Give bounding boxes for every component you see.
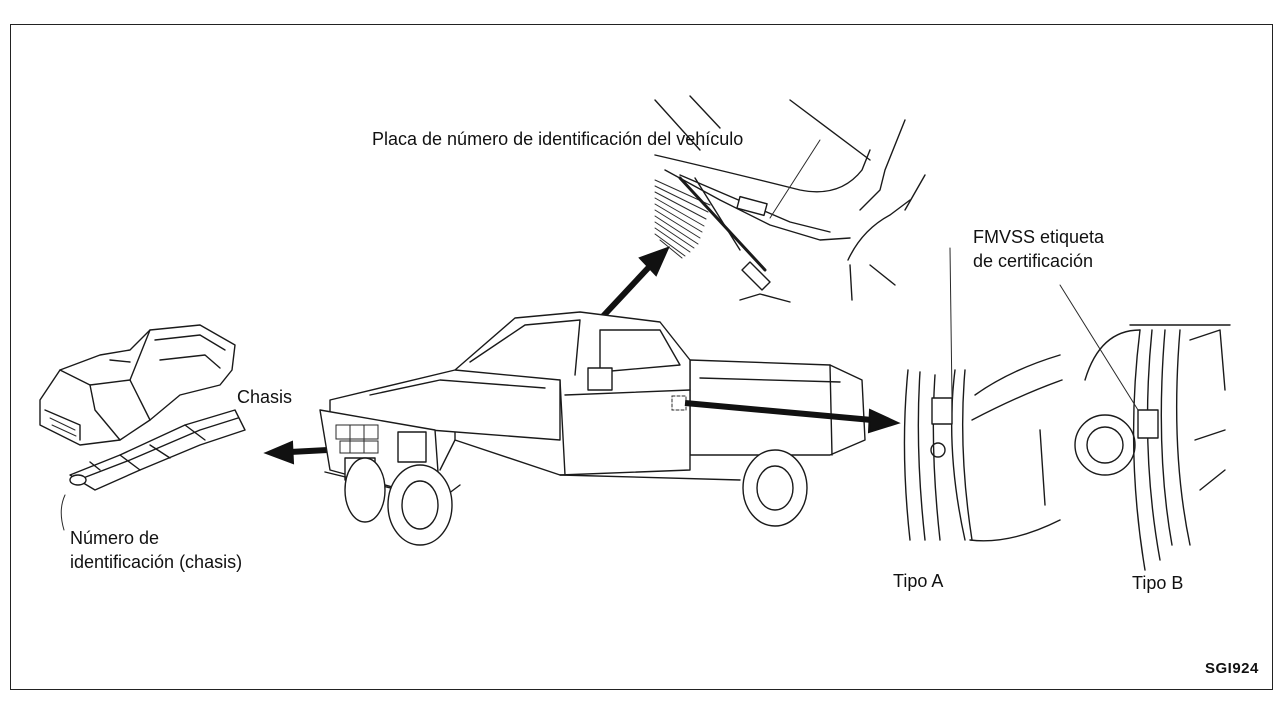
- chassis-number-label-line2: identificación (chasis): [70, 552, 243, 572]
- arrow-to-door-pillar: [684, 400, 901, 434]
- figure-frame: [10, 24, 1273, 690]
- fmvss-label-line2: de certificación: [973, 251, 1094, 271]
- body-and-frame-illustration: [39, 324, 246, 531]
- type-b-door-pillar: [1059, 284, 1231, 571]
- type-b-label: Tipo B: [1132, 573, 1184, 593]
- chassis-number-label-line1: Número de: [70, 528, 160, 548]
- fmvss-label-line1: FMVSS etiqueta: [973, 227, 1105, 247]
- type-a-door-pillar: [903, 247, 1063, 542]
- figure-code: SGI924: [1205, 660, 1259, 677]
- pickup-truck-illustration: [319, 311, 866, 546]
- chassis-label: Chasis: [237, 387, 293, 407]
- vin-plate-inset: [654, 95, 926, 303]
- type-a-label: Tipo A: [893, 571, 944, 591]
- vin-plate-label: Placa de número de identificación del ve…: [372, 129, 744, 149]
